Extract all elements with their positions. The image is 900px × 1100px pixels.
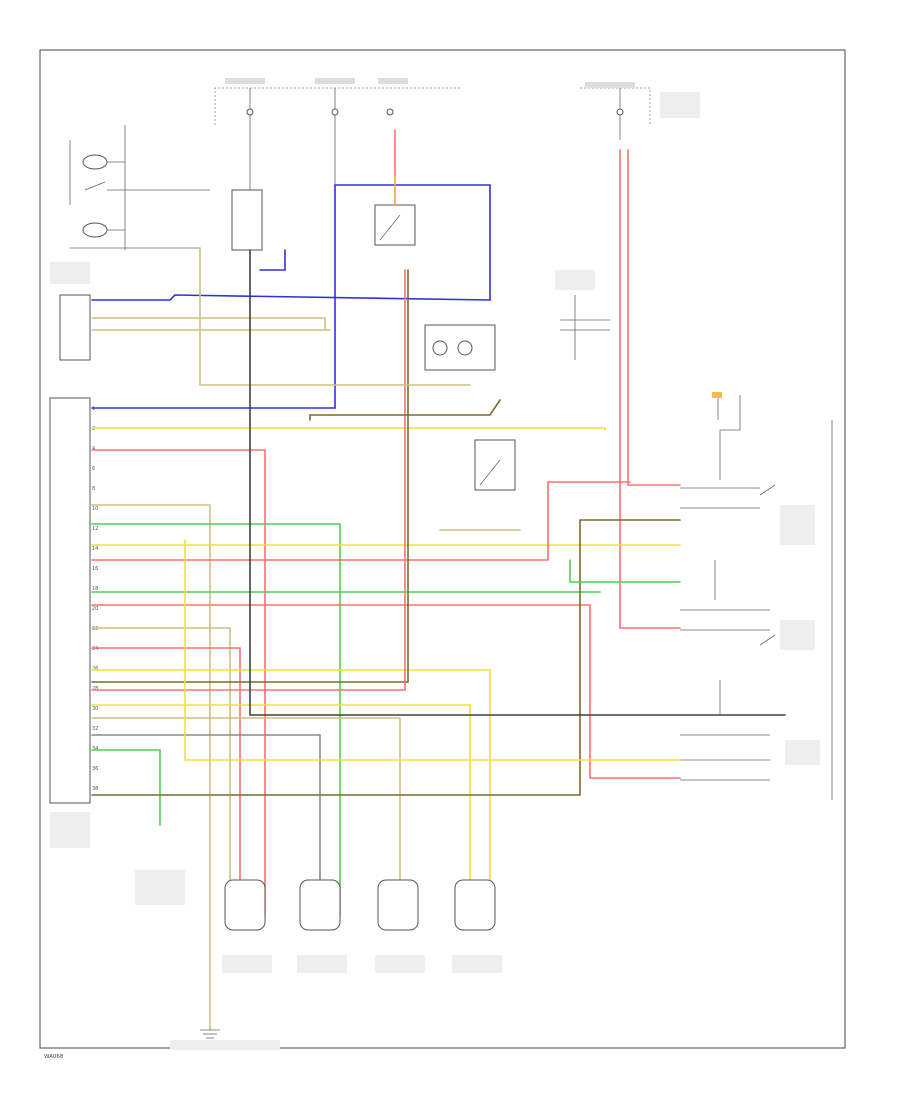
svg-text:26: 26 xyxy=(92,666,98,672)
right-rear-wheel-sensor xyxy=(454,879,496,931)
differential-lock-control-module xyxy=(59,294,91,361)
svg-text:14: 14 xyxy=(92,546,98,552)
svg-text:8: 8 xyxy=(92,486,95,492)
abs-control-module xyxy=(49,397,91,804)
differential-lock-switch xyxy=(50,125,210,284)
abs-relay-top xyxy=(231,189,263,251)
svg-text:12: 12 xyxy=(92,526,98,532)
right-components xyxy=(680,392,833,800)
svg-text:1: 1 xyxy=(92,406,95,412)
svg-text:36: 36 xyxy=(92,766,98,772)
data-link-connector xyxy=(135,870,185,905)
svg-text:10: 10 xyxy=(92,506,98,512)
svg-text:4: 4 xyxy=(92,446,95,452)
svg-text:38: 38 xyxy=(92,786,98,792)
svg-text:32: 32 xyxy=(92,726,98,732)
right-front-wheel-sensor xyxy=(299,879,341,931)
wheel-sensors xyxy=(222,879,502,973)
left-front-wheel-sensor xyxy=(224,879,266,931)
svg-text:2: 2 xyxy=(92,426,95,432)
svg-text:20: 20 xyxy=(92,606,98,612)
svg-text:24: 24 xyxy=(92,646,98,652)
ground-g200 xyxy=(170,1029,280,1050)
svg-text:6: 6 xyxy=(92,466,95,472)
svg-text:28: 28 xyxy=(92,686,98,692)
power-feeds xyxy=(214,78,700,240)
left-rear-wheel-sensor xyxy=(377,879,419,931)
svg-text:16: 16 xyxy=(92,566,98,572)
svg-text:22: 22 xyxy=(92,626,98,632)
svg-text:18: 18 xyxy=(92,586,98,592)
diagram-frame xyxy=(39,49,846,1049)
abs-solenoid-valve-relay xyxy=(474,439,516,491)
svg-text:30: 30 xyxy=(92,706,98,712)
wires xyxy=(91,129,786,1031)
svg-text:34: 34 xyxy=(92,746,98,752)
footer-code: WA068 xyxy=(44,1054,64,1060)
